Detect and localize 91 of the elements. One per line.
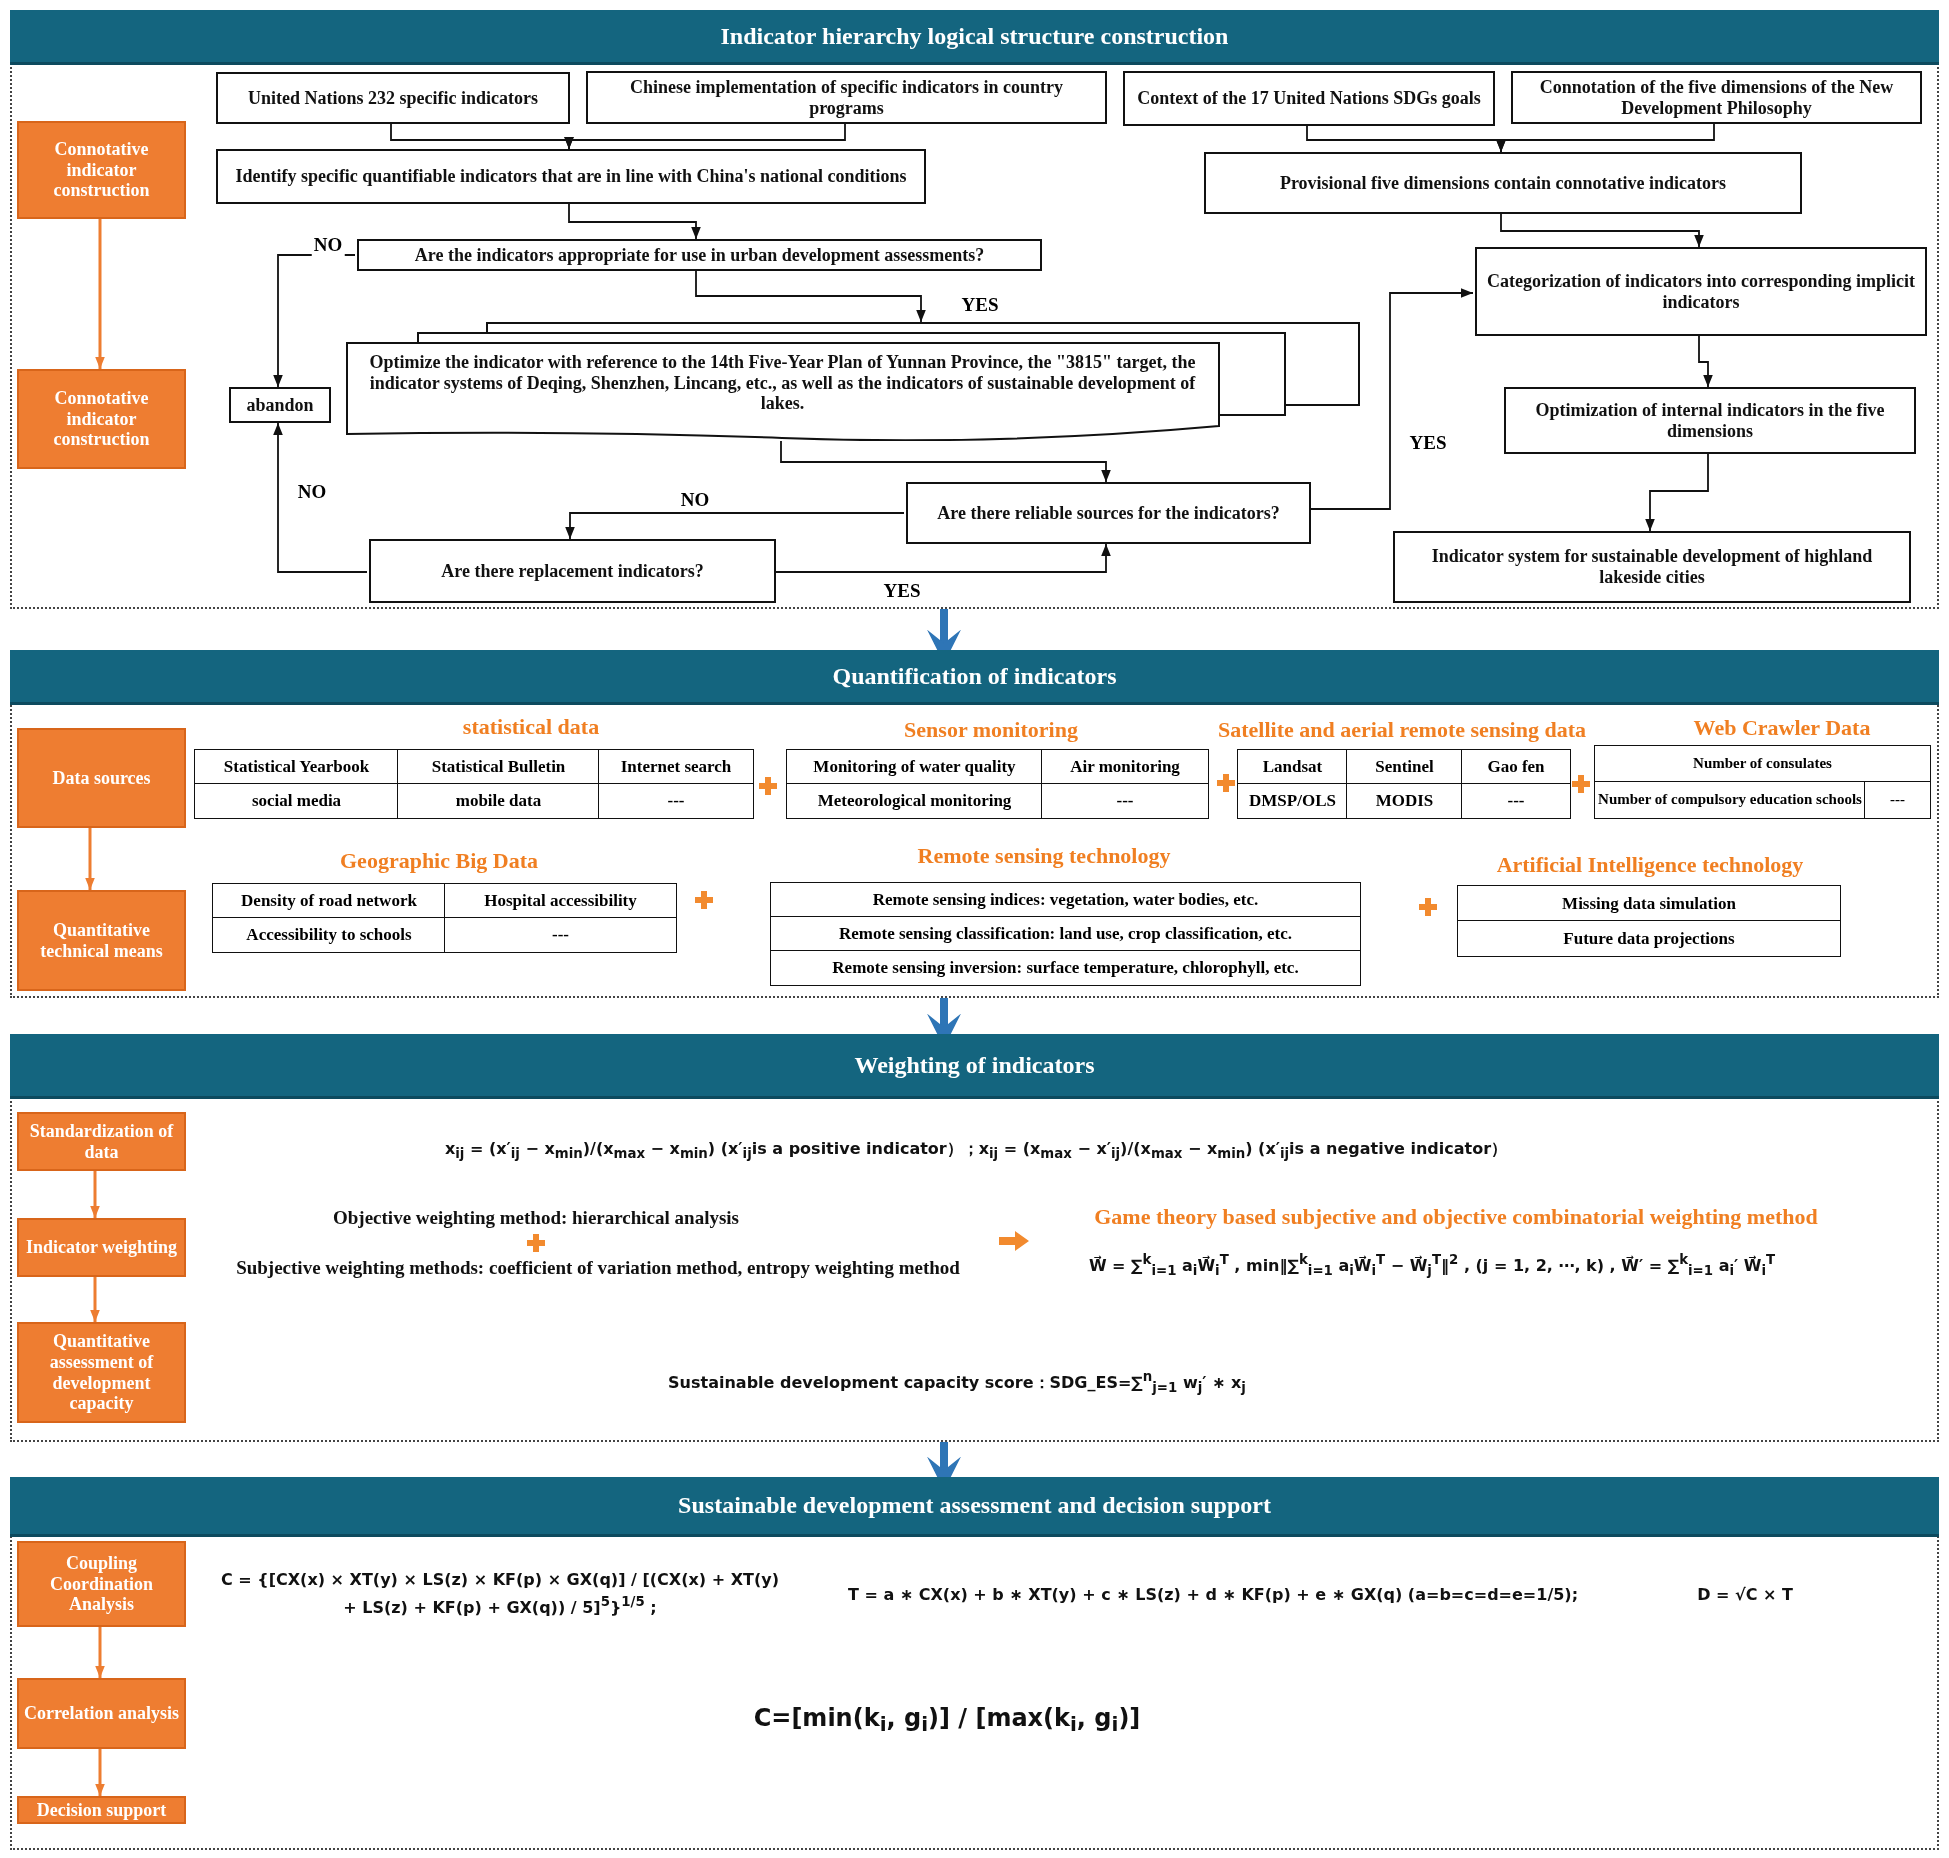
step-box: Correlation analysis xyxy=(17,1678,186,1749)
heading: Web Crawler Data xyxy=(1693,715,1871,741)
heading: statistical data xyxy=(462,714,600,740)
table-cell: Sentinel xyxy=(1346,749,1463,785)
formula: D = √C × T xyxy=(1697,1584,1793,1604)
table-cell: Meteorological monitoring xyxy=(786,783,1043,819)
step-box: Decision support xyxy=(17,1796,186,1824)
step-box: Quantitative assessment of development capacity xyxy=(17,1322,186,1423)
decision-box: Are there reliable sources for the indicators? xyxy=(906,482,1311,544)
table-cell: --- xyxy=(1041,783,1209,819)
arrow xyxy=(85,828,95,890)
table-cell: Accessibility to schools xyxy=(212,917,446,953)
table-cell: Missing data simulation xyxy=(1457,885,1841,922)
arrow xyxy=(780,440,1111,483)
arrow xyxy=(273,422,368,573)
step-box: Connotative indicator construction xyxy=(17,121,186,219)
table-cell: DMSP/OLS xyxy=(1237,783,1348,819)
section-title: Indicator hierarchy logical structure construction xyxy=(10,10,1939,65)
section-title: Sustainable development assessment and decision support xyxy=(10,1477,1939,1537)
arrow xyxy=(95,219,105,369)
section-panel xyxy=(10,1477,1939,1850)
heading: Artificial Intelligence technology xyxy=(1496,852,1804,878)
process-box: Connotation of the five dimensions of the New Development Philosophy xyxy=(1511,71,1922,124)
process-box: Context of the 17 United Nations SDGs goals xyxy=(1123,71,1495,126)
table-cell: Statistical Yearbook xyxy=(194,749,399,785)
arrow xyxy=(1698,335,1713,388)
step-box: Coupling Coordination Analysis xyxy=(17,1541,186,1627)
arrow xyxy=(90,1277,100,1322)
table-cell: Air monitoring xyxy=(1041,749,1209,785)
process-box: Optimization of internal indicators in the five dimensions xyxy=(1504,387,1916,454)
table-cell: --- xyxy=(598,783,754,819)
table-cell: Remote sensing classification: land use, crop classification, etc. xyxy=(770,916,1361,952)
arrow xyxy=(1500,213,1704,248)
section-panel xyxy=(10,1034,1939,1442)
formula: C=[min(k$_{i}$, g$_{i}$)] / [max(k$_{i}$, g$_{i}$)] xyxy=(753,1703,1141,1737)
table-cell: Monitoring of water quality xyxy=(786,749,1043,785)
formula: C = {[CX(x) × XT(y) × LS(z) × KF(p) × GX(q)] / [(CX(x) + XT(y) + LS(z) + KF(p) + GX(q)) / 5]$^{5}$}$^{1/5}$ ; xyxy=(220,1569,780,1619)
table-cell: --- xyxy=(1461,783,1571,819)
formula: T = a ∗ CX(x) + b ∗ XT(y) + c ∗ LS(z) + d ∗ KF(p) + e ∗ GX(q) (a=b=c=d=e=1/5); xyxy=(847,1584,1579,1604)
section-panel xyxy=(10,10,1939,609)
table-cell: MODIS xyxy=(1346,783,1463,819)
heading: Geographic Big Data xyxy=(340,848,538,874)
arrow xyxy=(1496,123,1715,153)
step-box: Indicator weighting xyxy=(17,1218,186,1277)
formula: x$_{ij}$ = (x′$_{ij}$ − x$_{min}$)/(x$_{max}$ − x$_{min}$) (x′$_{ij}$is a positive indicator）；x$_{ij}$ = (x$_{max}$ − x′$_{ij}$)/(x$_{max}$ − x$_{min}$) (x′$_{ij}$is a negative indicator） xyxy=(444,1138,1508,1162)
note-text: Subjective weighting methods: coefficient of variation method, entropy weighting method xyxy=(236,1257,960,1279)
process-box: Chinese implementation of specific indicators in country programs xyxy=(586,71,1107,124)
process-box: Categorization of indicators into corresponding implicit indicators xyxy=(1475,247,1927,336)
table-cell: --- xyxy=(1864,781,1931,819)
decision-box: Are there replacement indicators? xyxy=(369,539,776,603)
step-box: Standardization of data xyxy=(17,1112,186,1171)
heading: Game theory based subjective and objective combinatorial weighting method xyxy=(1094,1204,1818,1230)
section-title: Weighting of indicators xyxy=(10,1034,1939,1099)
section-panel xyxy=(10,650,1939,998)
table-cell: Remote sensing inversion: surface temperature, chlorophyll, etc. xyxy=(770,950,1361,986)
section-title: Quantification of indicators xyxy=(10,650,1939,705)
table-cell: Future data projections xyxy=(1457,920,1841,957)
table-cell: Hospital accessibility xyxy=(444,883,677,919)
decision-box: Are the indicators appropriate for use in urban development assessments? xyxy=(357,239,1042,271)
arrow xyxy=(565,512,905,540)
process-box: United Nations 232 specific indicators xyxy=(216,72,570,124)
table-cell: mobile data xyxy=(397,783,600,819)
table-cell: Remote sensing indices: vegetation, water bodies, etc. xyxy=(770,882,1361,918)
table-cell: Number of compulsory education schools xyxy=(1594,781,1866,819)
heading: Sensor monitoring xyxy=(904,717,1078,743)
table-cell: Number of consulates xyxy=(1594,745,1931,783)
arrow xyxy=(95,1627,105,1678)
formula: Sustainable development capacity score：SDG_ES=∑$^{n}$$_{j=1}$ w$_{j}$′ ∗ x$_{j}$ xyxy=(668,1369,1246,1395)
process-box: Identify specific quantifiable indicators that are in line with China's national conditions xyxy=(216,149,926,204)
arrow xyxy=(568,203,701,240)
arrow xyxy=(695,270,926,323)
arrow xyxy=(95,1749,105,1796)
table-cell: Density of road network xyxy=(212,883,446,919)
table-cell: social media xyxy=(194,783,399,819)
note-text: Objective weighting method: hierarchical analysis xyxy=(333,1207,739,1229)
arrow xyxy=(564,123,846,150)
arrow xyxy=(90,1171,100,1218)
heading: Remote sensing technology xyxy=(917,843,1171,869)
step-box: Connotative indicator construction xyxy=(17,369,186,469)
process-box: Provisional five dimensions contain connotative indicators xyxy=(1204,152,1802,214)
table-cell: Statistical Bulletin xyxy=(397,749,600,785)
table-cell: --- xyxy=(444,917,677,953)
table-cell: Landsat xyxy=(1237,749,1348,785)
table-cell: Gao fen xyxy=(1461,749,1571,785)
step-box: Data sources xyxy=(17,728,186,828)
heading: Satellite and aerial remote sensing data xyxy=(1217,717,1587,743)
table-cell: Internet search xyxy=(598,749,754,785)
process-box: Indicator system for sustainable development of highland lakeside cities xyxy=(1393,531,1911,603)
process-box: abandon xyxy=(229,387,331,423)
arrow xyxy=(1645,453,1709,532)
step-box: Quantitative technical means xyxy=(17,890,186,991)
